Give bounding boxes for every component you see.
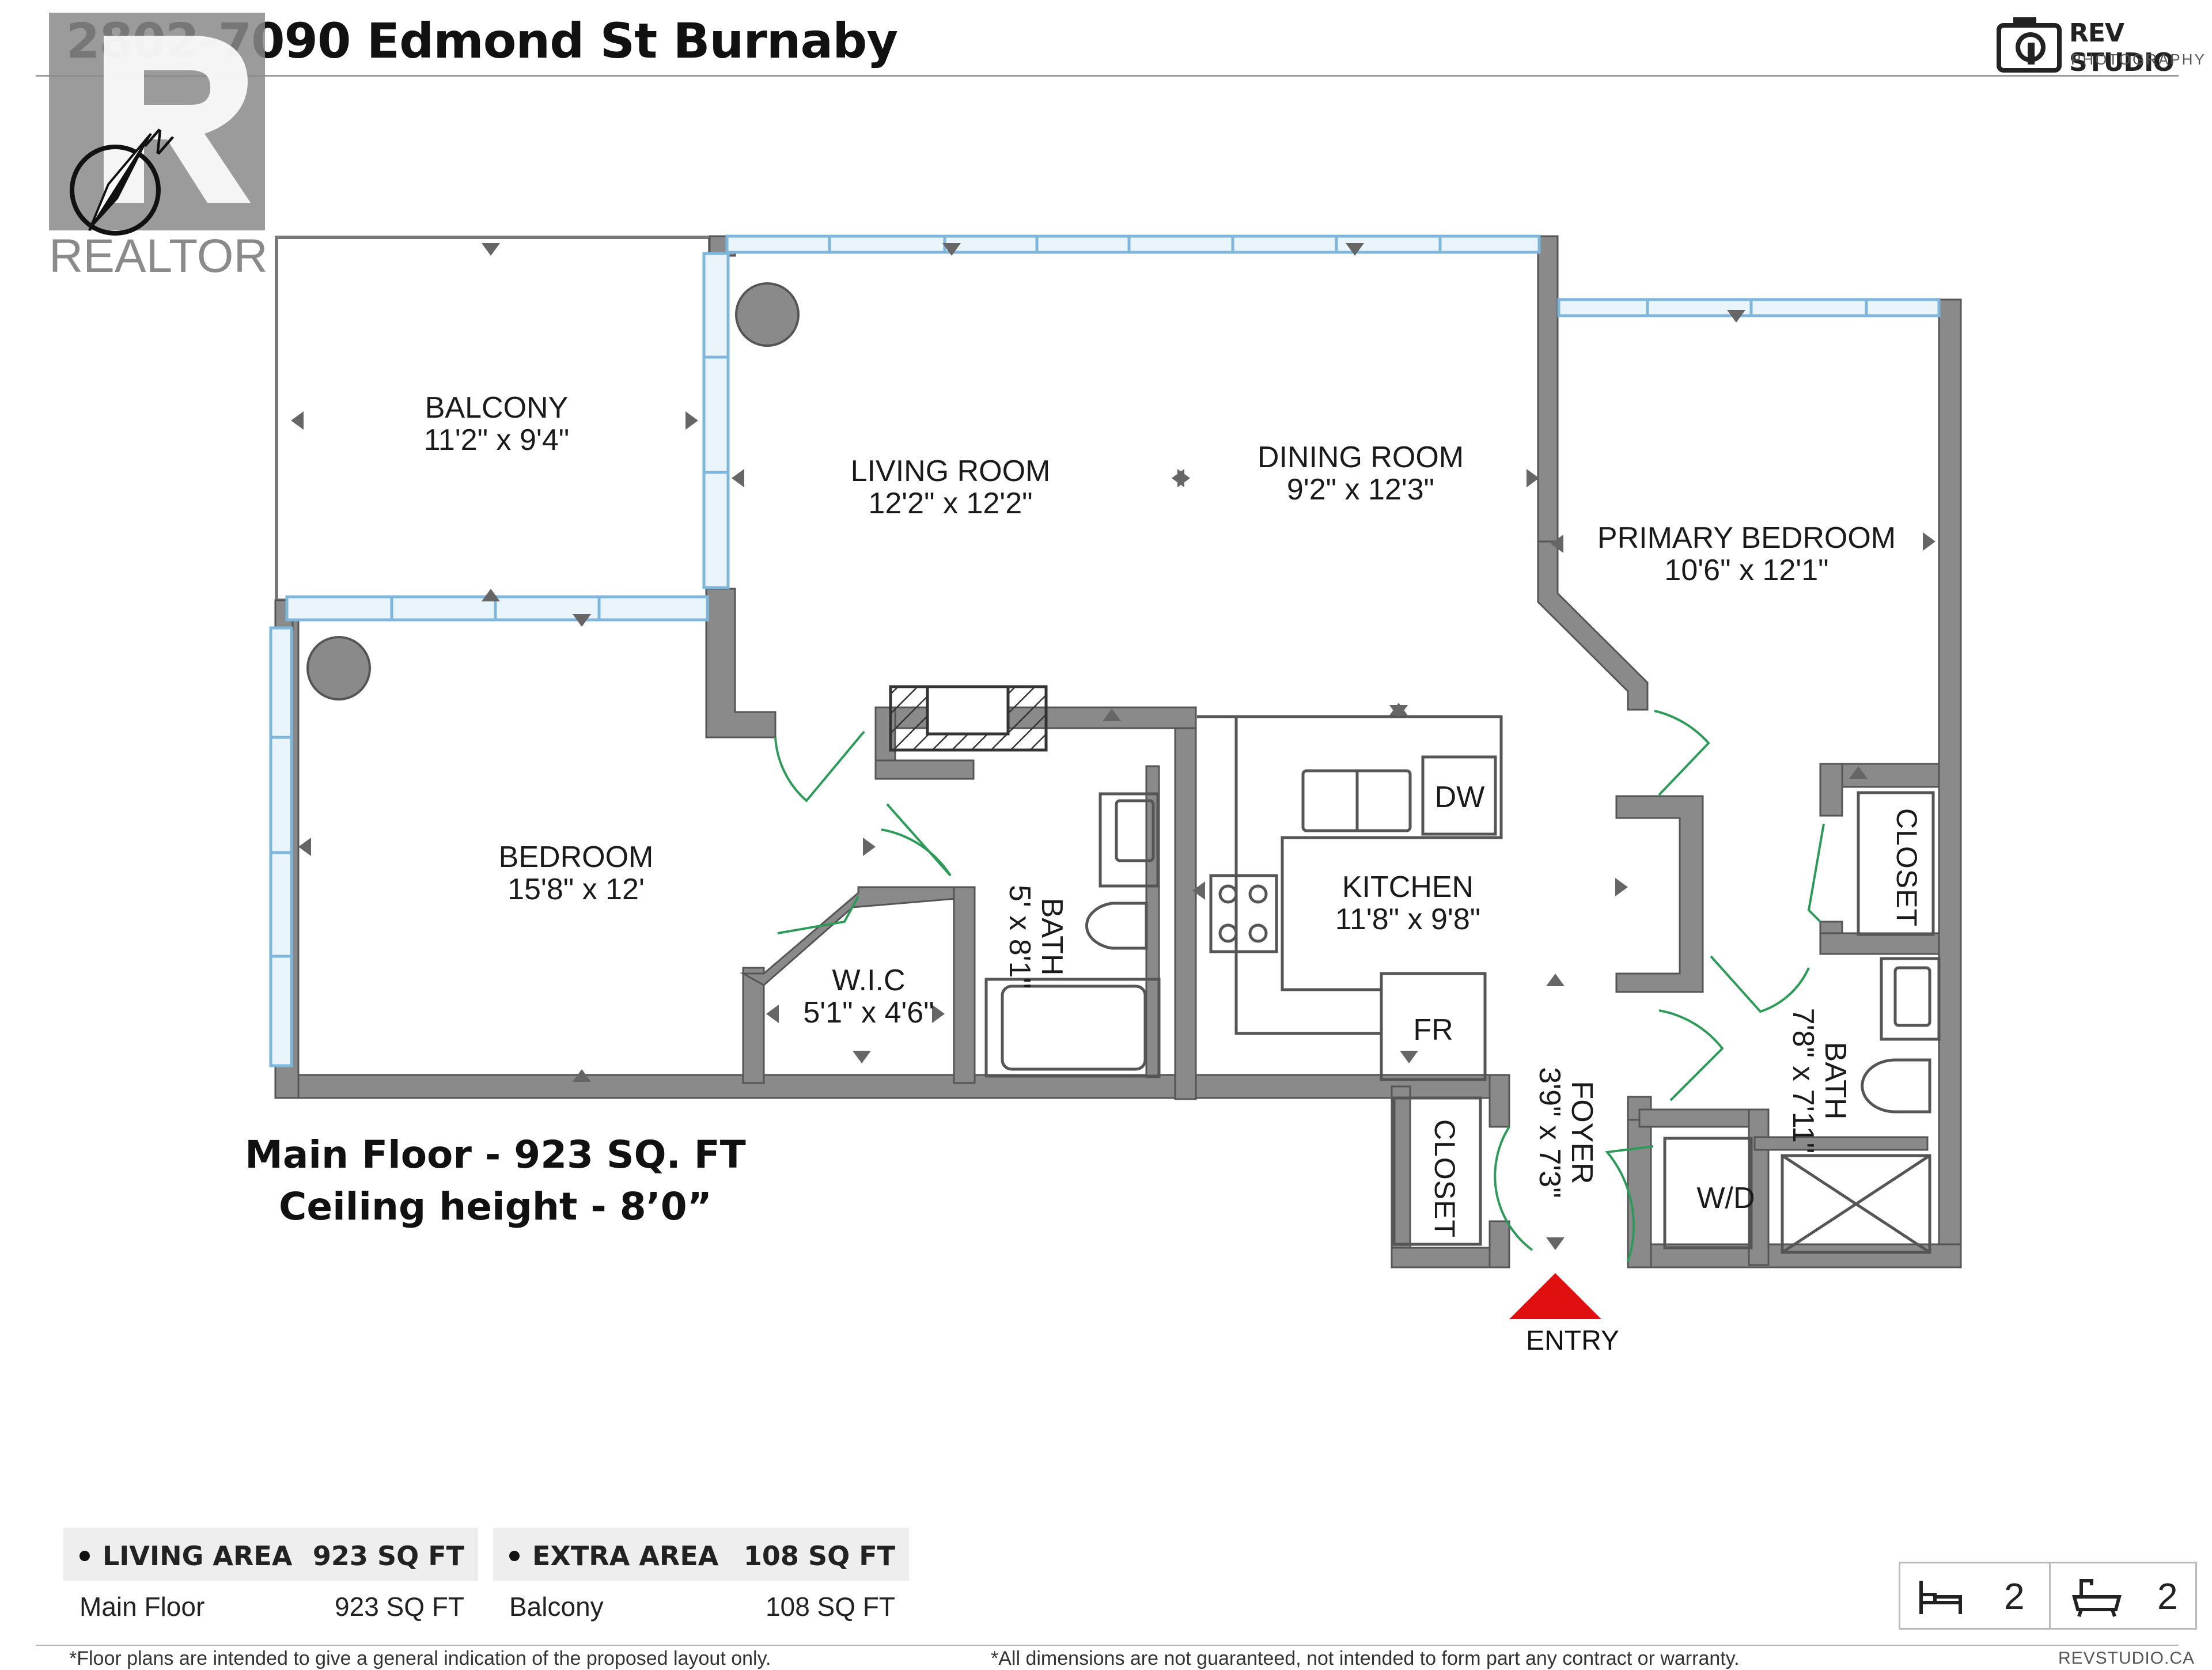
bullet-icon	[79, 1550, 90, 1561]
bathroom-count: 2	[2157, 1576, 2178, 1617]
column-living	[735, 282, 800, 347]
entry-arrow-icon	[1509, 1273, 1601, 1319]
bullet-icon	[509, 1550, 520, 1561]
studio-name: REV STUDIO	[2069, 18, 2175, 77]
washer-dryer-label: W/D	[1696, 1182, 1755, 1215]
closet-label-primary: CLOSET	[1891, 808, 1923, 927]
closet-label-foyer: CLOSET	[1429, 1119, 1461, 1239]
floor-area-line: Main Floor - 923 SQ. FT	[245, 1133, 746, 1177]
ceiling-height-line: Ceiling height - 8’0”	[278, 1184, 713, 1229]
bath-fixtures	[984, 791, 1941, 1254]
dimension-markers	[291, 243, 1936, 1250]
dishwasher-label: DW	[1434, 781, 1485, 814]
floor-summary: Main Floor - 923 SQ. FT Ceiling height -…	[245, 1129, 746, 1233]
floor-plan: N	[70, 120, 1962, 1319]
header-divider	[36, 75, 2179, 77]
bathtub-icon	[2072, 1579, 2122, 1617]
column-bedroom	[306, 636, 371, 700]
doors	[774, 710, 1825, 1262]
counts-divider	[2049, 1563, 2051, 1628]
living-area-header: LIVING AREA 923 SQ FT	[63, 1528, 478, 1581]
kitchen-counters	[1197, 715, 1503, 1081]
bed-icon	[1919, 1581, 1962, 1614]
camera-logo-icon	[1997, 17, 2062, 73]
studio-subtitle: PHOTOGRAPHY	[2071, 51, 2206, 68]
bed-bath-counts: 2 2	[1899, 1562, 2197, 1630]
studio-website: REVSTUDIO.CA	[2058, 1649, 2195, 1668]
entry-label: ENTRY	[1526, 1326, 1619, 1356]
living-area-table: LIVING AREA 923 SQ FT Main Floor 923 SQ …	[63, 1528, 478, 1631]
realtor-wordmark: REALTOR	[49, 230, 268, 282]
fridge-label: FR	[1413, 1013, 1453, 1047]
windows	[269, 234, 1941, 1067]
north-compass-icon: N	[70, 120, 178, 236]
footer-divider	[36, 1645, 2179, 1646]
extra-area-table: EXTRA AREA 108 SQ FT Balcony 108 SQ FT	[493, 1528, 909, 1631]
extra-area-header: EXTRA AREA 108 SQ FT	[493, 1528, 909, 1581]
fireplace-block	[889, 685, 1048, 752]
bedroom-count: 2	[2004, 1576, 2025, 1617]
